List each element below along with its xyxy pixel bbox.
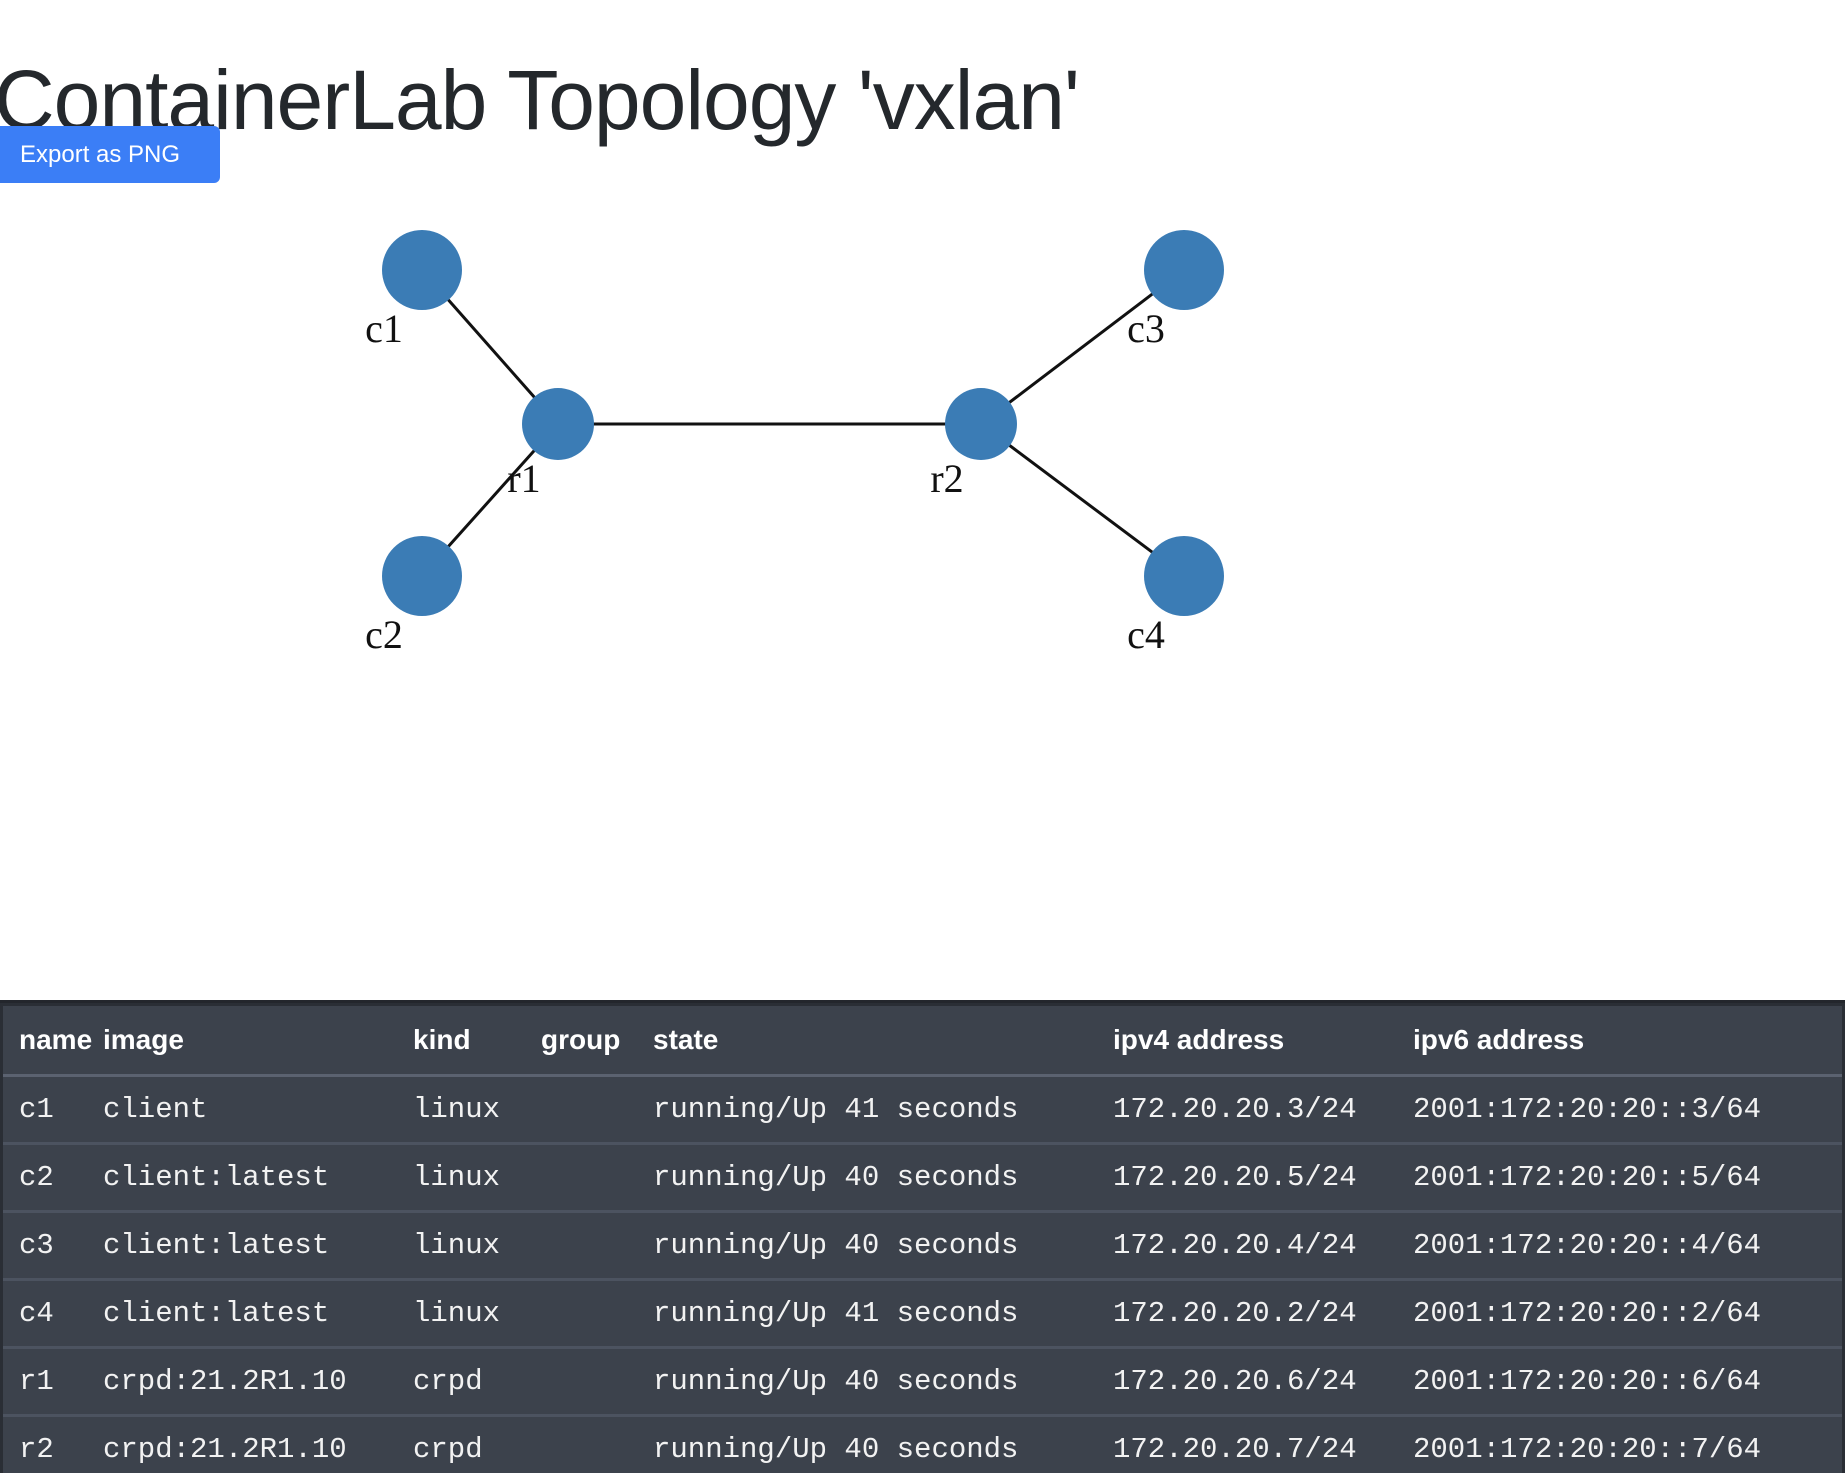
node-table-container: name image kind group state ipv4 address… [0, 1000, 1845, 1473]
cell-image: client [103, 1075, 413, 1145]
cell-ipv6: 2001:172:20:20::5/64 [1413, 1143, 1842, 1213]
cell-ipv4: 172.20.20.6/24 [1113, 1347, 1413, 1417]
cell-group [541, 1143, 653, 1213]
topology-node-label-c2: c2 [365, 612, 403, 657]
topology-node-circle-c3[interactable] [1144, 230, 1224, 310]
topology-node-label-c3: c3 [1127, 306, 1165, 351]
column-header-ipv6[interactable]: ipv6 address [1413, 1006, 1842, 1077]
cell-state: running/Up 40 seconds [653, 1347, 1113, 1417]
cell-state: running/Up 40 seconds [653, 1211, 1113, 1281]
cell-kind: linux [413, 1211, 541, 1281]
topology-edge-c1-r1 [446, 297, 537, 400]
cell-ipv4: 172.20.20.4/24 [1113, 1211, 1413, 1281]
topology-nodes: c1 c2 r1 r2 c3 c4 [365, 230, 1224, 657]
topology-node-circle-r1[interactable] [522, 388, 594, 460]
cell-state: running/Up 41 seconds [653, 1075, 1113, 1145]
cell-ipv6: 2001:172:20:20::2/64 [1413, 1279, 1842, 1349]
cell-ipv4: 172.20.20.5/24 [1113, 1143, 1413, 1213]
cell-ipv4: 172.20.20.3/24 [1113, 1075, 1413, 1145]
cell-ipv6: 2001:172:20:20::3/64 [1413, 1075, 1842, 1145]
topology-node-r2[interactable]: r2 [930, 388, 1017, 501]
cell-image: client:latest [103, 1211, 413, 1281]
column-header-ipv4[interactable]: ipv4 address [1113, 1006, 1413, 1077]
cell-name: c4 [3, 1279, 103, 1349]
cell-image: client:latest [103, 1143, 413, 1213]
topology-node-r1[interactable]: r1 [507, 388, 594, 501]
cell-group [541, 1415, 653, 1473]
cell-kind: linux [413, 1075, 541, 1145]
cell-kind: linux [413, 1279, 541, 1349]
topology-node-c1[interactable]: c1 [365, 230, 462, 351]
topology-node-label-r2: r2 [930, 456, 963, 501]
cell-kind: linux [413, 1143, 541, 1213]
cell-state: running/Up 40 seconds [653, 1143, 1113, 1213]
cell-state: running/Up 41 seconds [653, 1279, 1113, 1349]
topology-graph: c1 c2 r1 r2 c3 c4 [365, 230, 1224, 657]
cell-image: crpd:21.2R1.10 [103, 1415, 413, 1473]
topology-node-circle-c4[interactable] [1144, 536, 1224, 616]
column-header-kind[interactable]: kind [413, 1006, 541, 1077]
cell-ipv4: 172.20.20.2/24 [1113, 1279, 1413, 1349]
topology-edge-r2-c3 [1007, 291, 1155, 405]
topology-node-circle-c2[interactable] [382, 536, 462, 616]
column-header-group[interactable]: group [541, 1006, 653, 1077]
cell-image: client:latest [103, 1279, 413, 1349]
topology-node-c4[interactable]: c4 [1127, 536, 1224, 657]
cell-group [541, 1279, 653, 1349]
cell-group [541, 1075, 653, 1145]
column-header-name[interactable]: name [3, 1006, 103, 1077]
topology-node-label-c4: c4 [1127, 612, 1165, 657]
table-header-row: name image kind group state ipv4 address… [3, 1006, 1842, 1077]
cell-group [541, 1211, 653, 1281]
topology-node-circle-c1[interactable] [382, 230, 462, 310]
export-as-png-button[interactable]: Export as PNG [0, 126, 220, 183]
topology-node-c3[interactable]: c3 [1127, 230, 1224, 351]
topology-node-circle-r2[interactable] [945, 388, 1017, 460]
cell-image: crpd:21.2R1.10 [103, 1347, 413, 1417]
column-header-image[interactable]: image [103, 1006, 413, 1077]
cell-name: c1 [3, 1075, 103, 1145]
cell-ipv6: 2001:172:20:20::6/64 [1413, 1347, 1842, 1417]
cell-name: c2 [3, 1143, 103, 1213]
topology-edge-c2-r1 [446, 448, 537, 549]
topology-node-label-r1: r1 [507, 456, 540, 501]
node-table: name image kind group state ipv4 address… [3, 1006, 1842, 1473]
cell-name: c3 [3, 1211, 103, 1281]
cell-name: r1 [3, 1347, 103, 1417]
topology-edge-r2-c4 [1007, 443, 1155, 555]
cell-name: r2 [3, 1415, 103, 1473]
column-header-state[interactable]: state [653, 1006, 1113, 1077]
topology-edges [446, 291, 1155, 555]
cell-ipv6: 2001:172:20:20::4/64 [1413, 1211, 1842, 1281]
cell-ipv6: 2001:172:20:20::7/64 [1413, 1415, 1842, 1473]
cell-ipv4: 172.20.20.7/24 [1113, 1415, 1413, 1473]
topology-node-label-c1: c1 [365, 306, 403, 351]
cell-kind: crpd [413, 1347, 541, 1417]
cell-group [541, 1347, 653, 1417]
cell-kind: crpd [413, 1415, 541, 1473]
topology-node-c2[interactable]: c2 [365, 536, 462, 657]
cell-state: running/Up 40 seconds [653, 1415, 1113, 1473]
